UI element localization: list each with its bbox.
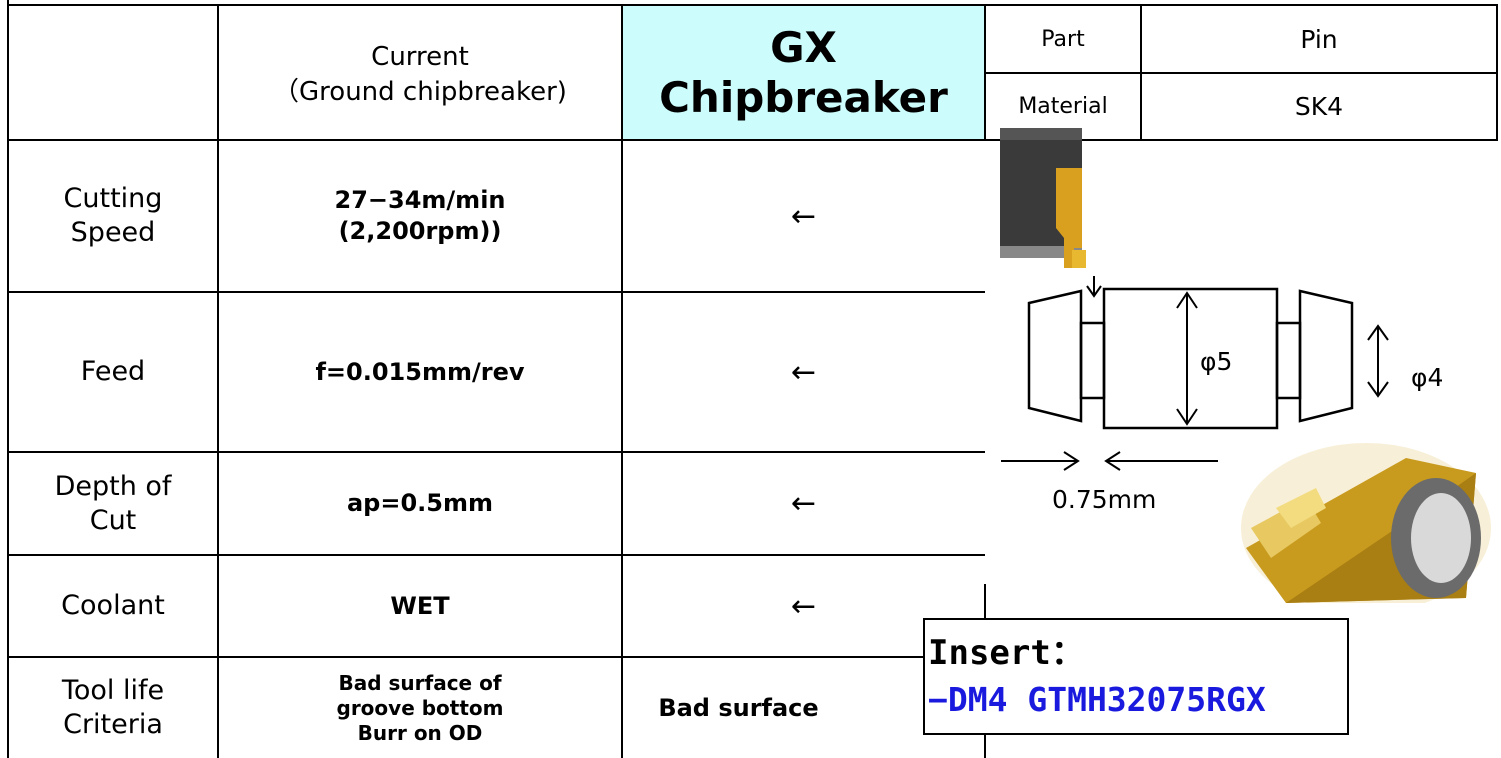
insert-code: −DM4 GTMH32075RGX	[928, 680, 1266, 719]
row-label-line1: Feed	[80, 356, 146, 387]
current-header-line1: Current	[371, 41, 469, 72]
material-value: SK4	[1294, 92, 1344, 121]
row-label-depth-of-cut: Depth of Cut	[9, 453, 217, 554]
row-current-line1: WET	[390, 591, 450, 620]
row-label-line1: Depth of	[54, 470, 172, 502]
row-label-line2: Criteria	[63, 709, 163, 740]
row-label-line1: Coolant	[61, 590, 165, 621]
gx-header-line2: Chipbreaker	[659, 72, 948, 122]
row-current-cutting-speed: 27−34m/min (2,200rpm))	[219, 141, 621, 291]
row-gx-coolant: ←	[790, 588, 817, 624]
row-gx-feed: ←	[790, 354, 817, 390]
gx-header-line1: GX	[770, 22, 837, 72]
row-current-line2: groove bottom	[336, 695, 504, 720]
row-current-line3: Burr on OD	[357, 720, 483, 745]
row-label-tool-life: Tool life Criteria	[9, 658, 217, 758]
dia-large-label: φ5	[1200, 347, 1233, 376]
groove-width-label: 0.75mm	[1052, 485, 1157, 514]
row-current-line1: Bad surface of	[338, 670, 502, 695]
row-current-depth-of-cut: ap=0.5mm	[219, 453, 621, 554]
dia-small-label: φ4	[1411, 363, 1444, 392]
row-label-line2: Speed	[70, 217, 156, 248]
row-current-feed: f=0.015mm/rev	[219, 293, 621, 451]
current-header: Current （Ground chipbreaker)	[219, 6, 621, 139]
material-label: Material	[1018, 94, 1108, 119]
insert-callout: Insert： −DM4 GTMH32075RGX	[923, 618, 1349, 735]
row-gx-depth-of-cut: ←	[790, 486, 817, 521]
row-label-cutting-speed: Cutting Speed	[9, 141, 217, 291]
row-label-line2: Cut	[89, 504, 137, 536]
row-label-coolant: Coolant	[9, 556, 217, 656]
row-current-tool-life: Bad surface of groove bottom Burr on OD	[219, 658, 621, 758]
part-label: Part	[1041, 26, 1085, 52]
part-value: Pin	[1300, 24, 1338, 54]
row-label-line1: Tool life	[61, 675, 165, 706]
row-current-line1: 27−34m/min	[334, 186, 506, 214]
row-current-line1: f=0.015mm/rev	[315, 357, 525, 386]
part-diagram	[1000, 128, 1491, 603]
gx-header: GX Chipbreaker	[623, 6, 984, 139]
insert-photo	[1241, 443, 1491, 603]
row-label-feed: Feed	[9, 293, 217, 451]
row-gx-tool-life: Bad surface	[658, 693, 819, 722]
row-current-line1: ap=0.5mm	[346, 489, 493, 517]
tool-holder-photo	[1000, 128, 1086, 268]
gx-header-bg	[622, 5, 984, 140]
row-current-coolant: WET	[219, 556, 621, 656]
row-gx-cutting-speed: ←	[790, 198, 817, 234]
insert-title: Insert：	[928, 633, 1085, 673]
row-current-line2: (2,200rpm))	[338, 217, 502, 245]
current-header-line2: （Ground chipbreaker)	[273, 76, 567, 107]
row-label-line1: Cutting	[63, 183, 163, 214]
